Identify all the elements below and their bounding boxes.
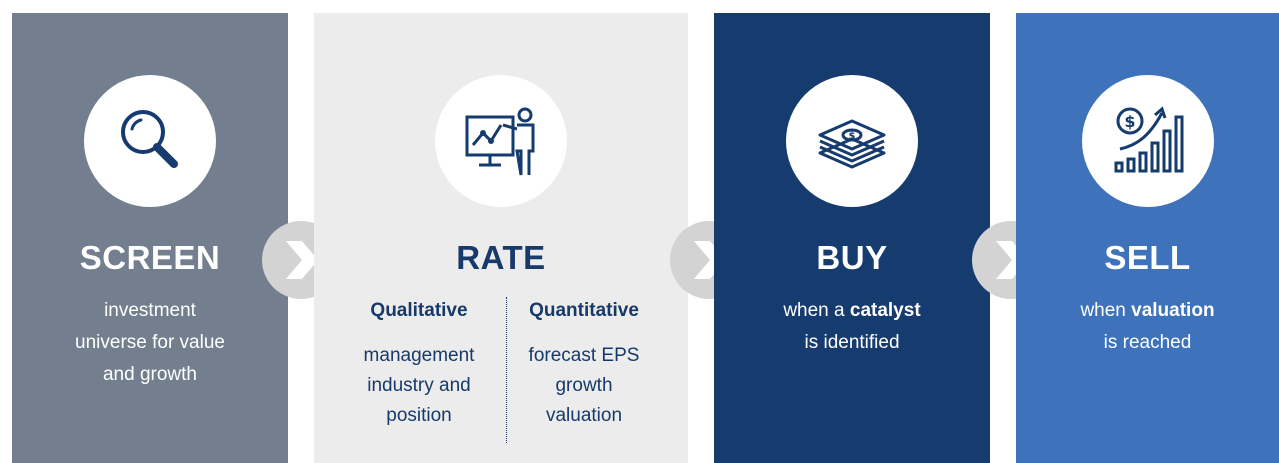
chevron-right-icon [286, 241, 318, 279]
magnifying-glass-icon [121, 110, 178, 168]
screen-line-1: investment [104, 300, 196, 321]
quantitative-item-3: valuation [545, 405, 623, 426]
sell-panel: $ SELL when valuation is reached [1016, 13, 1279, 463]
qualitative-item-2: industry and [367, 375, 471, 396]
buy-description: when a catalyst is identified [714, 295, 990, 359]
sell-line-1-text: when [1080, 300, 1132, 321]
screen-description: investment universe for value and growth [12, 295, 288, 391]
sell-icon-circle: $ [1081, 75, 1214, 207]
rate-icon-circle [435, 75, 567, 207]
sell-line-2: is reached [1103, 332, 1192, 353]
sell-line-1: when valuation [1016, 295, 1279, 327]
buy-panel: $ BUY when a catalyst is identified [714, 13, 990, 463]
rate-columns: Qualitative management industry and posi… [314, 295, 688, 445]
screen-title: SCREEN [79, 239, 221, 276]
quantitative-heading: Quantitative [529, 300, 639, 321]
presentation-chart-icon [465, 107, 535, 176]
qualitative-item-1: management [363, 345, 475, 366]
quantitative-column: Quantitative forecast EPS growth valuati… [499, 295, 669, 431]
qualitative-heading: Qualitative [370, 300, 468, 321]
buy-title: BUY [816, 239, 888, 276]
quantitative-item-2: growth [555, 375, 613, 396]
buy-icon-circle: $ [786, 75, 918, 207]
screen-icon-circle [84, 75, 216, 207]
money-stack-icon: $ [818, 119, 886, 169]
screen-line-2: universe for value [75, 332, 225, 353]
qualitative-item-3: position [386, 405, 452, 426]
svg-text:$: $ [849, 131, 856, 142]
sell-description: when valuation is reached [1016, 295, 1279, 359]
rate-column-divider [506, 297, 507, 443]
buy-catalyst-keyword: catalyst [849, 300, 921, 321]
rising-bar-chart-dollar-icon: $ [1114, 106, 1183, 173]
sell-valuation-keyword: valuation [1131, 300, 1215, 321]
buy-line-2: is identified [804, 332, 900, 353]
rate-title: RATE [456, 239, 546, 276]
screen-panel: SCREEN investment universe for value and… [12, 13, 288, 463]
buy-line-1: when a catalyst [714, 295, 990, 327]
screen-line-3: and growth [102, 364, 197, 385]
buy-line-1-text: when a [783, 300, 850, 321]
rate-panel: RATE Qualitative management industry and… [314, 13, 688, 463]
quantitative-item-1: forecast EPS [528, 345, 640, 366]
qualitative-column: Qualitative management industry and posi… [334, 295, 504, 431]
svg-text:$: $ [1124, 112, 1135, 131]
sell-title: SELL [1104, 239, 1191, 276]
